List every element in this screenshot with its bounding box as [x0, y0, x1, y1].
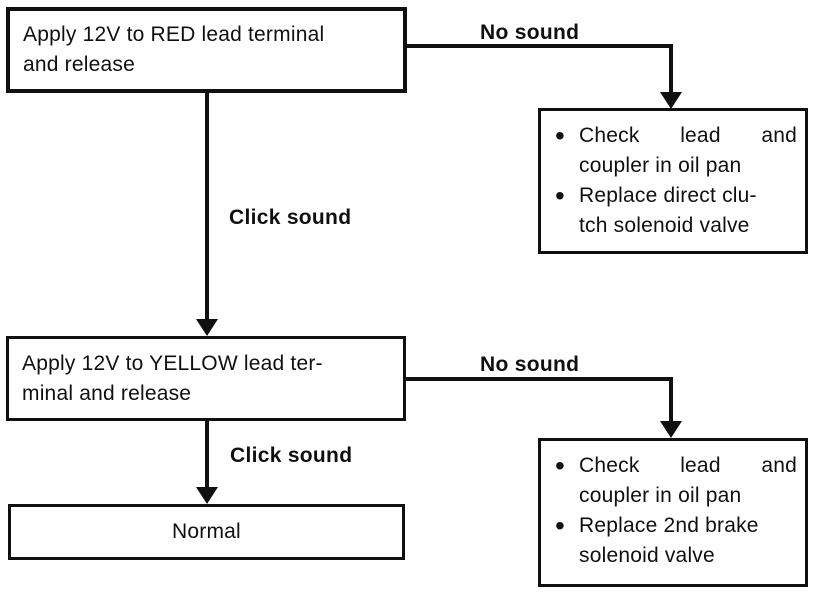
connector-line	[205, 421, 209, 489]
arrow-down-icon	[196, 487, 218, 504]
bullet-icon: •	[555, 510, 566, 541]
connector-line	[669, 377, 673, 422]
result2-item2-line1: Replace 2nd brake	[579, 514, 759, 537]
result2-item2-line2: solenoid valve	[579, 544, 715, 567]
arrow-down-icon	[196, 319, 218, 336]
result2-item1: • Check lead and coupler in oil pan	[555, 451, 797, 511]
arrow-down-icon	[660, 421, 682, 438]
no-sound-label-2: No sound	[480, 353, 580, 376]
connector-line	[407, 44, 673, 48]
connector-line	[205, 93, 209, 320]
result1-item1: • Check lead and coupler in oil pan	[555, 121, 797, 181]
step2-box: Apply 12V to YELLOW lead ter- minal and …	[6, 336, 406, 421]
result1-item1-line2: coupler in oil pan	[579, 154, 742, 177]
result1-box: • Check lead and coupler in oil pan • Re…	[538, 108, 808, 254]
step1-text-line2: and release	[23, 53, 135, 76]
bullet-icon: •	[555, 180, 566, 211]
step1-box: Apply 12V to RED lead terminal and relea…	[6, 7, 407, 93]
connector-line	[669, 44, 673, 93]
click-sound-label-2: Click sound	[230, 444, 353, 467]
step2-text-line2: minal and release	[22, 381, 192, 405]
normal-label: Normal	[172, 520, 241, 543]
bullet-icon: •	[555, 120, 566, 151]
result2-item2: • Replace 2nd brake solenoid valve	[555, 511, 797, 571]
no-sound-label-1: No sound	[480, 21, 580, 44]
result1-item2-line2: tch solenoid valve	[579, 214, 750, 237]
result2-item1-line2: coupler in oil pan	[579, 484, 742, 507]
result2-item1-line1: Check lead and	[579, 454, 797, 477]
bullet-icon: •	[555, 450, 566, 481]
result1-item2-line1: Replace direct clu-	[579, 184, 757, 207]
step2-text-line1: Apply 12V to YELLOW lead ter-	[22, 351, 323, 375]
connector-line	[406, 377, 673, 381]
result1-item1-line1: Check lead and	[579, 124, 797, 147]
normal-box: Normal	[8, 504, 405, 560]
step1-text-line1: Apply 12V to RED lead terminal	[23, 23, 325, 46]
result2-box: • Check lead and coupler in oil pan • Re…	[538, 438, 808, 587]
result1-item2: • Replace direct clu- tch solenoid valve	[555, 181, 797, 241]
click-sound-label-1: Click sound	[229, 206, 352, 229]
arrow-down-icon	[660, 92, 682, 109]
